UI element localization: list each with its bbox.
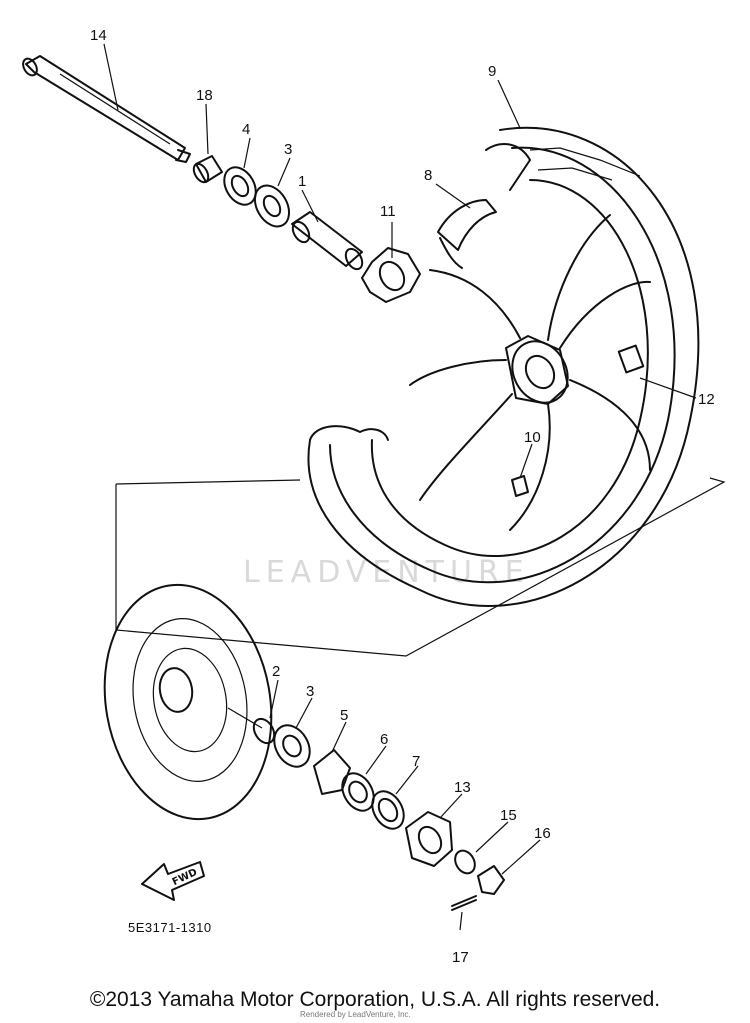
axle-nut [477,865,505,895]
callout-2: 2 [272,663,280,680]
bearing-bottom [273,724,311,768]
spacer [291,211,364,271]
render-credit: Rendered by LeadVenture, Inc. [300,1010,411,1019]
callout-18: 18 [196,87,213,104]
flange [361,247,421,303]
brake-disc-box [115,477,726,657]
part-number: 5E3171-1310 [128,920,212,935]
wheel [307,126,700,607]
axle [22,55,191,163]
callout-16: 16 [534,825,551,842]
callout-6: 6 [380,731,388,748]
callout-labels: 14 18 4 3 1 11 8 9 12 10 2 3 5 6 7 13 15… [90,27,715,966]
callout-8: 8 [424,167,432,184]
callout-1: 1 [298,173,306,190]
callout-9: 9 [488,63,496,80]
oil-seal-top [223,166,257,206]
bearing-top [253,184,291,228]
callout-3a: 3 [284,141,292,158]
callout-12: 12 [698,391,715,408]
callout-13: 13 [454,779,471,796]
callout-14: 14 [90,27,107,44]
watermark: LEADVENTURE [243,555,530,590]
tube [437,199,497,269]
callout-5: 5 [340,707,348,724]
washer [454,849,476,875]
callout-3b: 3 [306,683,314,700]
collar-7 [371,790,405,830]
speedo-clutch [313,749,351,795]
callout-4: 4 [242,121,250,138]
callout-10: 10 [524,429,541,446]
fwd-arrow-icon: FWD [141,861,205,901]
leader-lines [103,43,697,931]
speedo-gear-unit [405,811,453,867]
collar [192,155,223,184]
cotter-pin [451,895,477,911]
oil-seal-bottom [252,717,276,745]
callout-17: 17 [452,949,469,966]
callout-11: 11 [380,203,396,220]
brake-disc [103,583,273,821]
tire-tread [529,147,641,181]
callout-7: 7 [412,753,420,770]
callout-15: 15 [500,807,517,824]
oil-seal-6 [341,772,375,812]
copyright-notice: ©2013 Yamaha Motor Corporation, U.S.A. A… [89,988,661,1011]
